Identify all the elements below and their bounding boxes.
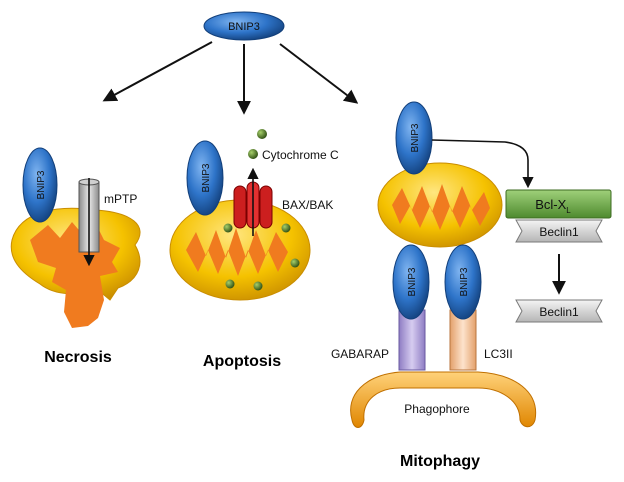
beclin1-bound-label: Beclin1 xyxy=(539,225,579,239)
cytochrome-c-dot xyxy=(248,149,258,159)
cytochrome-c-dot xyxy=(253,281,263,291)
apoptosis-bnip3-label: BNIP3 xyxy=(201,163,212,192)
mitophagy-bnip3-left xyxy=(392,244,430,320)
top-bnip3-label: BNIP3 xyxy=(228,21,260,33)
arrow-to-mitophagy xyxy=(279,43,359,104)
apoptosis-title: Apoptosis xyxy=(203,353,281,370)
bcl-xl-subscript: L xyxy=(566,206,571,215)
cytochrome-c-dot xyxy=(257,129,267,139)
lc3ii-label: LC3II xyxy=(484,347,513,361)
necrosis-title: Necrosis xyxy=(44,349,112,366)
svg-text:Bcl-XL: Bcl-XL xyxy=(535,197,571,215)
mitophagy-bnip3-left-label: BNIP3 xyxy=(407,267,418,296)
beclin1-free-box: Beclin1 xyxy=(515,299,603,323)
beclin1-bound-box: Beclin1 xyxy=(515,219,603,243)
beclin1-free-label: Beclin1 xyxy=(539,305,579,319)
bnip3-to-bcl-arrow xyxy=(431,139,534,189)
mitophagy-mitochondrion-inner xyxy=(392,184,490,230)
mitophagy-bnip3-top xyxy=(395,101,433,175)
mitophagy-bnip3-top-label: BNIP3 xyxy=(410,123,421,152)
gabarap-label: GABARAP xyxy=(331,347,389,361)
bcl-xl-box: Bcl-XL xyxy=(505,189,612,219)
arrow-to-necrosis xyxy=(102,41,213,102)
top-bnip3-node: BNIP3 xyxy=(203,11,285,41)
mitophagy-bnip3-right-label: BNIP3 xyxy=(459,267,470,296)
lc3ii-connector xyxy=(449,309,477,371)
apoptosis-bnip3 xyxy=(186,140,224,216)
necrosis-panel: BNIP3 mPTP Necrosis xyxy=(10,147,141,366)
apoptosis-mitochondrion-inner xyxy=(186,228,288,276)
necrosis-bnip3 xyxy=(22,147,58,223)
cytochrome-c-dot xyxy=(290,258,300,268)
phagophore-membrane xyxy=(350,371,537,428)
cytochrome-c-dot xyxy=(223,223,233,233)
necrosis-bnip3-label: BNIP3 xyxy=(36,170,47,199)
bax-bak-label: BAX/BAK xyxy=(282,198,333,212)
cytochrome-c-dot xyxy=(281,223,291,233)
cytochrome-c-dot xyxy=(225,279,235,289)
cytochrome-c-label: Cytochrome C xyxy=(262,148,339,162)
mitophagy-title: Mitophagy xyxy=(400,453,480,470)
apoptosis-panel: BNIP3 Cytochrome C BAX/BAK Apoptosis xyxy=(169,129,339,370)
mptp-label: mPTP xyxy=(104,192,137,206)
bcl-xl-label: Bcl-X xyxy=(535,197,566,212)
phagophore-label: Phagophore xyxy=(404,402,470,416)
mitophagy-bnip3-right xyxy=(444,244,482,320)
mitophagy-panel: BNIP3 Bcl-XL Beclin1 Beclin1 BNIP3 BNIP3… xyxy=(331,101,612,470)
